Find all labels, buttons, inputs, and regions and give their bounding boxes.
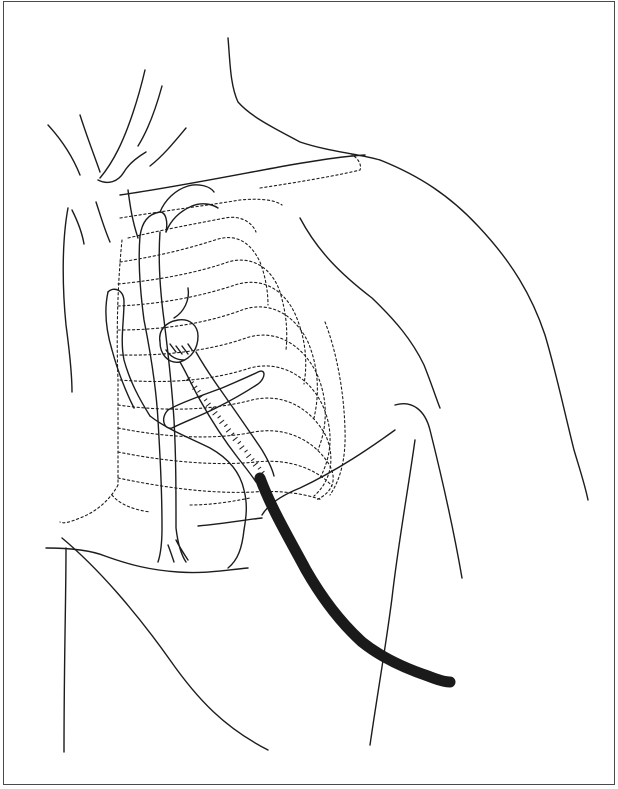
scale-tick <box>245 450 248 452</box>
scale-tick <box>240 446 245 450</box>
rib-8 <box>120 366 330 478</box>
venous-port <box>160 320 274 482</box>
port-reservoir <box>160 320 198 363</box>
rib-left-edge <box>117 240 122 485</box>
scale-tick <box>253 463 258 467</box>
neck-right-contour <box>228 38 380 160</box>
rib-1 <box>120 199 282 218</box>
scale-tick <box>213 411 218 415</box>
azygos-vein <box>174 288 188 318</box>
rib-9 <box>118 398 331 496</box>
scale-tick <box>224 424 227 427</box>
scale-tick <box>251 458 254 461</box>
lower-body-fold <box>46 548 248 573</box>
armpit-fold <box>395 404 462 578</box>
vena-cava-left-wall <box>139 236 162 562</box>
rib-2 <box>128 217 256 238</box>
vein-branch-lower-left <box>168 545 174 562</box>
scale-tick <box>197 390 200 392</box>
scale-tick <box>258 467 261 469</box>
rib-lower-left <box>60 485 118 523</box>
sternal-notch-left <box>96 202 110 242</box>
breast-underline <box>198 518 262 526</box>
left-neck-contour <box>80 115 100 172</box>
rib-costal-right <box>190 498 250 505</box>
scale-tick <box>233 437 238 441</box>
scale-tick <box>226 429 231 433</box>
rib-10 <box>118 428 333 500</box>
vein-system <box>106 185 246 562</box>
neck-muscle-left <box>138 86 162 146</box>
scale-tick <box>219 420 224 424</box>
rib-6 <box>118 307 317 418</box>
neck-muscle-right <box>150 128 186 166</box>
rib-11 <box>118 452 332 486</box>
rib-4 <box>118 260 287 350</box>
external-catheter-tube <box>260 478 450 682</box>
left-chest-notch <box>72 210 84 244</box>
lateral-chest-contour <box>370 440 415 745</box>
internal-mammary-left <box>106 292 134 408</box>
rib-12 <box>118 478 322 500</box>
scale-tick <box>206 403 211 407</box>
shoulder-contour <box>380 160 588 500</box>
neck-left-contour <box>100 70 145 178</box>
scale-tick <box>218 416 221 419</box>
cardiac-curve <box>150 416 246 530</box>
neck-notch <box>98 152 146 182</box>
rib-outer-top <box>260 155 361 188</box>
left-torso-contour <box>63 208 72 392</box>
hip-contour <box>62 538 268 750</box>
jugular-vein-left <box>128 190 138 238</box>
lower-left-contour <box>64 548 66 752</box>
scale-tick <box>238 441 241 444</box>
arm-inner-contour <box>300 218 440 408</box>
vein-branch-lower-right <box>176 540 188 560</box>
scale-tick <box>246 454 251 458</box>
rib-cage <box>60 155 361 523</box>
breast-lower-curve <box>228 530 244 568</box>
left-shoulder-contour <box>48 125 80 175</box>
scale-tick <box>204 399 207 402</box>
rib-costal-left <box>112 495 150 512</box>
vena-cava-right-wall <box>159 232 186 562</box>
catheter-scale-ticks <box>186 377 265 475</box>
subclavian-vein-lower <box>166 204 218 232</box>
